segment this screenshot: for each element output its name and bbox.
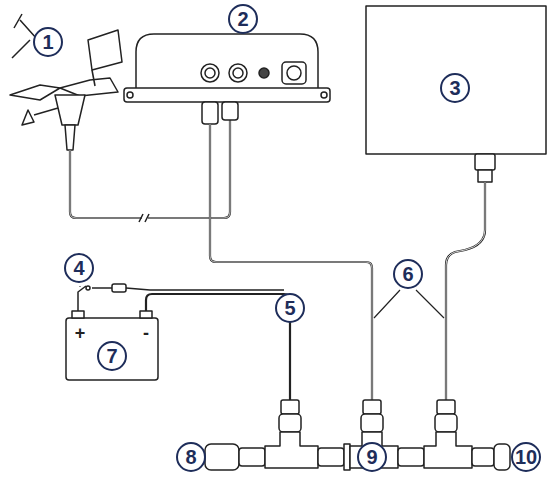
callout-number: 1 <box>33 27 63 57</box>
callout-number: 9 <box>357 442 387 472</box>
callout-number: 4 <box>64 253 94 283</box>
wind-sensor <box>10 14 122 150</box>
callout-number: 6 <box>393 259 423 289</box>
callout-number: 7 <box>97 341 127 371</box>
terminal-sign: + <box>75 323 86 344</box>
callout-number: 5 <box>275 293 305 323</box>
callout-number: 10 <box>511 442 541 472</box>
chartplotter <box>366 6 546 154</box>
callout-number: 3 <box>440 73 470 103</box>
callout-number: 8 <box>176 442 206 472</box>
callout-number: 2 <box>228 4 258 34</box>
battery <box>66 311 158 380</box>
terminal-sign: - <box>143 323 149 344</box>
wind-transducer-box <box>124 34 330 124</box>
